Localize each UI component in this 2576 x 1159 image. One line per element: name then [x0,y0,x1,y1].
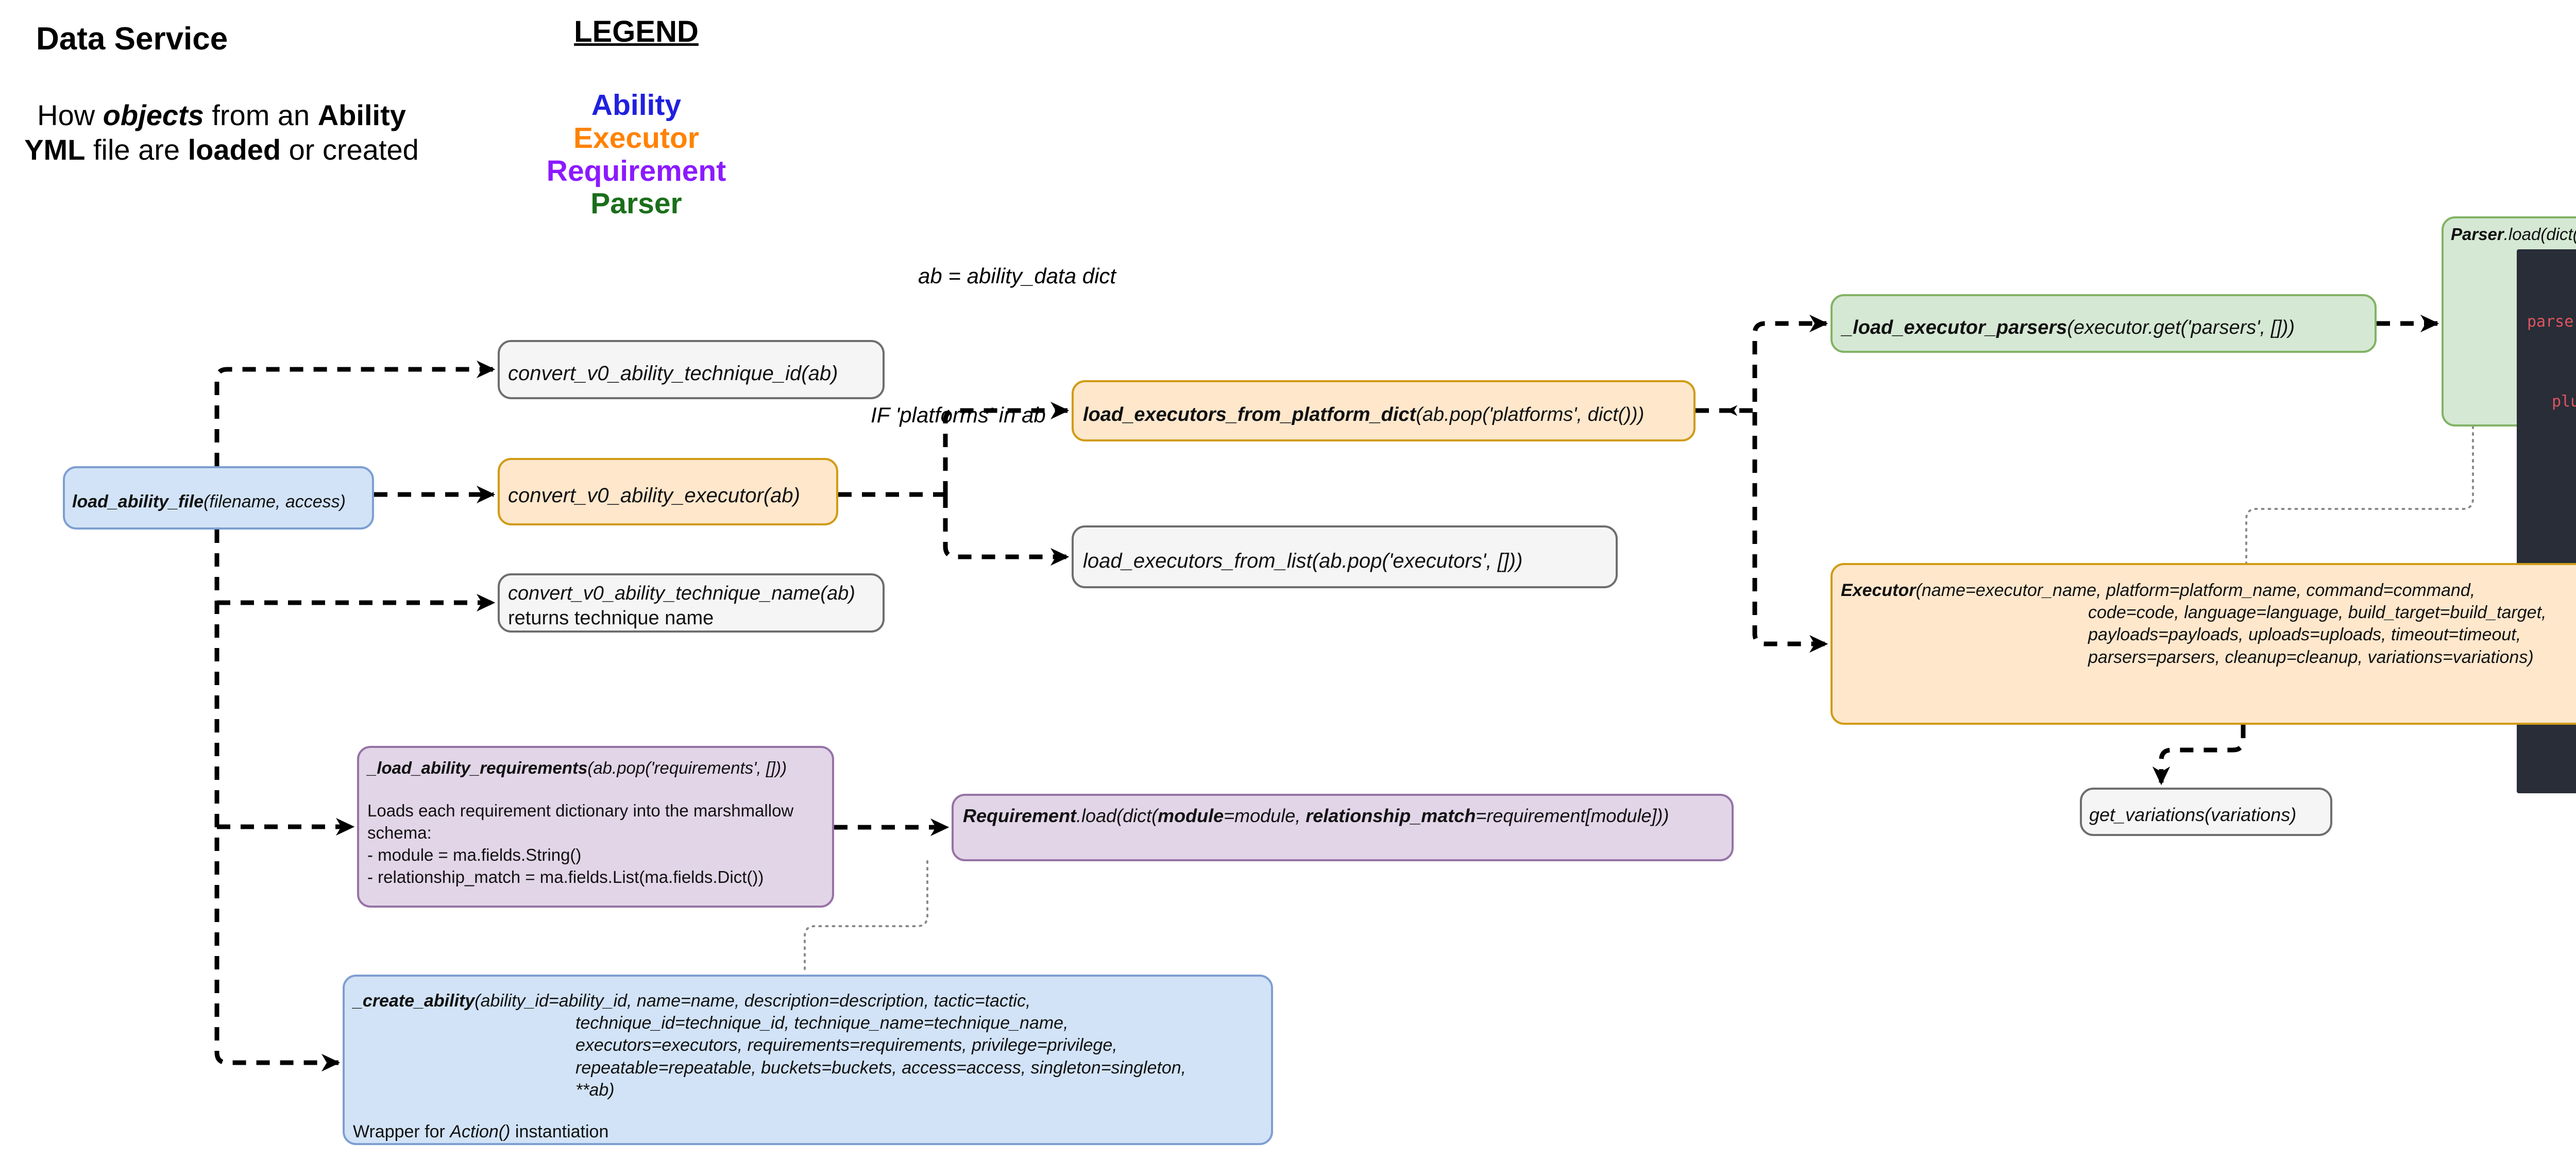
edge-requirement-to-create-dotted [804,860,928,973]
node-executor-object: Executor(name=executor_name, platform=pl… [1831,563,2576,725]
edge-junction-to-list [943,495,1070,566]
edge-parser-to-executor-dotted [2245,425,2474,568]
edge-trunk-to-technique-id [214,360,496,466]
subtitle-loaded: loaded [188,133,281,166]
function-name: _load_ability_requirements [367,758,588,777]
node-convert-technique-name: convert_v0_ability_technique_name(ab) re… [498,573,885,633]
node-load-executor-parsers: _load_executor_parsers(executor.get('par… [1831,294,2377,353]
node-load-ability-requirements: _load_ability_requirements(ab.pop('requi… [357,746,834,908]
spacer [367,779,824,800]
page-title: Data Service [36,21,228,57]
legend-item-requirement: Requirement [546,154,726,188]
subtitle-ability: Ability [317,99,406,131]
legend-item-parser: Parser [590,187,682,220]
function-name: load_ability_file [72,492,204,512]
subtitle-objects: objects [103,99,204,131]
function-args: (filename, access) [204,492,346,512]
node-note: Loads each requirement dictionary into t… [367,800,794,820]
function-name: _load_executor_parsers [1842,316,2067,338]
node-note: - relationship_match = ma.fields.List(ma… [367,867,764,887]
subtitle-text: How [37,99,103,131]
note-text: Wrapper for [353,1121,450,1141]
edge-junction-to-platform-dict [943,401,1070,495]
node-requirement-load: Requirement.load(dict(module=module, rel… [952,794,1734,861]
node-label: load_ability_file(filename, access) [72,492,365,512]
call-text: executors=executors, requirements=requir… [575,1035,1117,1055]
edge-trunk-down [214,530,341,1072]
node-label: load_executors_from_platform_dict(ab.pop… [1083,404,1684,426]
node-get-variations: get_variations(variations) [2080,788,2332,836]
node-label: load_executors_from_list(ab.pop('executo… [1083,549,1523,572]
legend-item-executor: Executor [573,121,699,155]
function-name: _create_ability [353,991,475,1011]
node-note: schema: [367,823,432,842]
node-label: _load_executor_parsers(executor.get('par… [1842,317,2365,339]
subtitle-text: or created [281,133,419,166]
node-create-ability: _create_ability(ability_id=ability_id, n… [343,975,1273,1145]
edge-up-to-load-executor-parsers [1752,314,1828,402]
class-name: Requirement [963,805,1077,826]
call-text: parsers=parsers, cleanup=cleanup, variat… [2088,647,2534,667]
call-text: code=code, language=language, build_targ… [2088,603,2547,623]
annotation-if-platforms: IF 'platforms' in ab [871,403,1046,427]
node-note: - module = ma.fields.String() [367,845,582,864]
subtitle-text: from an [204,99,318,131]
call-text: technique_id=technique_id, technique_nam… [575,1013,1069,1033]
code-line: parsers: [2527,313,2576,331]
node-convert-technique-id: convert_v0_ability_technique_id(ab) [498,340,885,399]
node-label: _create_ability(ability_id=ability_id, n… [353,990,1263,1012]
node-convert-executor: convert_v0_ability_executor(ab) [498,458,838,525]
function-args: (ab.pop('platforms', dict())) [1416,404,1645,425]
kwarg: relationship_match [1306,805,1476,826]
call-text: .load(dict( [1076,805,1158,826]
node-label: convert_v0_ability_technique_id(ab) [508,362,838,385]
node-label: _load_ability_requirements(ab.pop('requi… [367,757,824,779]
annotation-ab-note: ab = ability_data dict [918,264,1116,288]
legend-title: LEGEND [574,15,699,48]
node-note: returns technique name [508,607,714,629]
function-name: load_executors_from_platform_dict [1083,404,1416,425]
kwarg: module [1158,805,1224,826]
node-load-ability-file: load_ability_file(filename, access) [63,466,374,530]
node-label: get_variations(variations) [2089,804,2297,825]
node-label: Executor(name=executor_name, platform=pl… [1841,580,2576,602]
legend: LEGEND Ability Executor Requirement Pars… [536,14,737,220]
note-action: Action() [450,1121,511,1141]
call-text: =requirement[module])) [1476,805,1669,826]
class-name: Parser [2451,225,2504,244]
subtitle-text: file are [85,133,188,166]
page-subtitle: How objects from an Ability YML file are… [15,98,428,167]
class-name: Executor [1841,581,1916,600]
function-args: (executor.get('parsers', [])) [2067,316,2295,338]
call-text: (ability_id=ability_id, name=name, descr… [474,991,1031,1011]
node-parser-load: Parser.load(dict(module=module, parserco… [2442,216,2576,793]
node-label: Parser.load(dict(module=module, parserco… [2451,225,2576,244]
call-text: payloads=payloads, uploads=uploads, time… [2088,625,2521,645]
subtitle-yml: YML [24,133,86,166]
call-text: (name=executor_name, platform=platform_n… [1916,581,2476,600]
call-text: =module, [1224,805,1306,826]
node-load-executors-from-list: load_executors_from_list(ab.pop('executo… [1072,525,1618,588]
node-label: convert_v0_ability_technique_name(ab) [508,583,855,604]
call-text: .load(dict( [2503,225,2576,244]
node-note: Wrapper for Action() instantiation [353,1121,1263,1143]
note-text: instantiation [510,1121,609,1141]
node-label: convert_v0_ability_executor(ab) [508,484,800,507]
edge-executor-to-get-variations [2152,725,2246,786]
legend-item-ability: Ability [591,89,682,122]
call-text: repeatable=repeatable, buckets=buckets, … [575,1058,1187,1078]
edge-down-to-executor-box [1752,412,1828,653]
function-args: (ab.pop('requirements', [])) [587,758,787,777]
node-label: Requirement.load(dict(module=module, rel… [963,805,1722,827]
call-text: **ab) [575,1080,615,1100]
node-load-executors-from-platform-dict: load_executors_from_platform_dict(ab.pop… [1072,380,1696,441]
code-line: plugins.stockpile.app.parsers.json: [2552,392,2576,411]
